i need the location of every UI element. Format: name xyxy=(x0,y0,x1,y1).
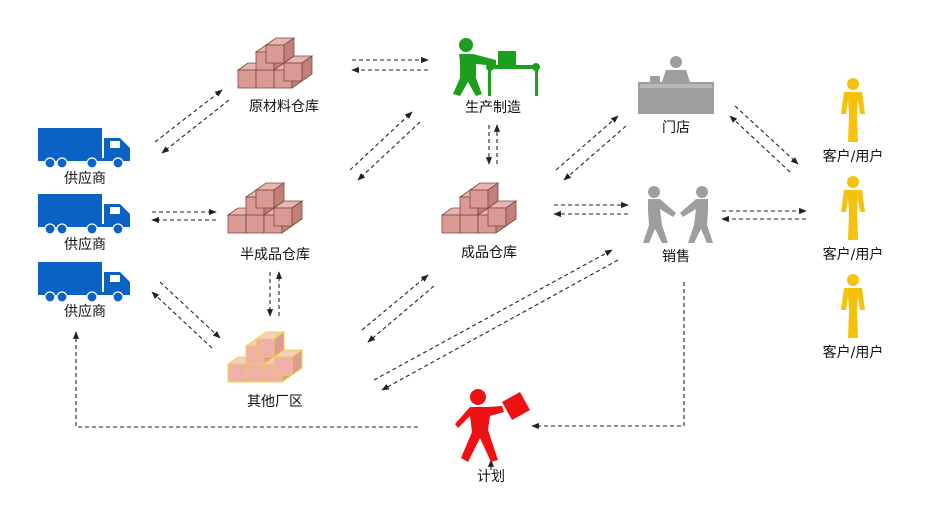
store-label: 门店 xyxy=(662,120,690,136)
person-icon xyxy=(841,78,865,142)
arrow-sales-to-other xyxy=(381,259,619,391)
arrow-customer-to-store xyxy=(729,115,791,173)
arrow-planning-to-supplier xyxy=(72,331,418,428)
truck-icon xyxy=(37,193,131,235)
other-plants-label: 其他厂区 xyxy=(247,394,303,410)
raw-material-warehouse-label: 原材料仓库 xyxy=(249,99,319,115)
person-icon xyxy=(841,274,865,338)
running-person-with-flag-icon xyxy=(455,389,530,462)
arrow-sales-to-planning xyxy=(531,282,685,430)
handshake-icon xyxy=(643,186,713,243)
arrow-store-to-customer xyxy=(734,105,799,165)
person-icon xyxy=(841,176,865,240)
arrow-production-to-semi xyxy=(357,121,421,181)
boxes-icon xyxy=(228,183,302,233)
worker-at-conveyor-icon xyxy=(453,38,540,96)
customer-label: 客户/用户 xyxy=(822,149,884,165)
supplier-label: 供应商 xyxy=(64,304,106,320)
flow-arrows xyxy=(72,56,807,470)
arrow-finished-to-other xyxy=(367,285,435,343)
truck-icon xyxy=(37,127,131,169)
supplier-label: 供应商 xyxy=(64,171,106,187)
boxes-icon xyxy=(442,183,516,233)
truck-icon xyxy=(37,261,131,303)
arrow-raw-to-supplier xyxy=(161,99,230,154)
shop-counter-icon xyxy=(638,56,714,114)
arrow-supplier-to-raw xyxy=(154,89,223,143)
planning-label: 计划 xyxy=(477,469,505,485)
arrow-finished-to-store xyxy=(555,115,619,171)
finished-goods-warehouse-label: 成品仓库 xyxy=(461,245,517,261)
semi-finished-warehouse-label: 半成品仓库 xyxy=(240,247,310,263)
supplier-label: 供应商 xyxy=(64,237,106,253)
arrow-other-to-sales xyxy=(373,249,613,381)
arrow-store-to-finished xyxy=(563,125,627,181)
boxes-icon xyxy=(228,332,302,382)
customer-label: 客户/用户 xyxy=(822,345,884,361)
production-label: 生产制造 xyxy=(465,100,521,116)
arrow-other-to-supplier xyxy=(151,291,213,349)
arrow-other-to-finished xyxy=(361,274,429,331)
boxes-icon xyxy=(238,38,312,88)
sales-label: 销售 xyxy=(662,249,690,265)
arrow-supplier-to-other xyxy=(159,281,221,339)
customer-label: 客户/用户 xyxy=(822,247,884,263)
arrow-semi-to-production xyxy=(349,111,413,171)
